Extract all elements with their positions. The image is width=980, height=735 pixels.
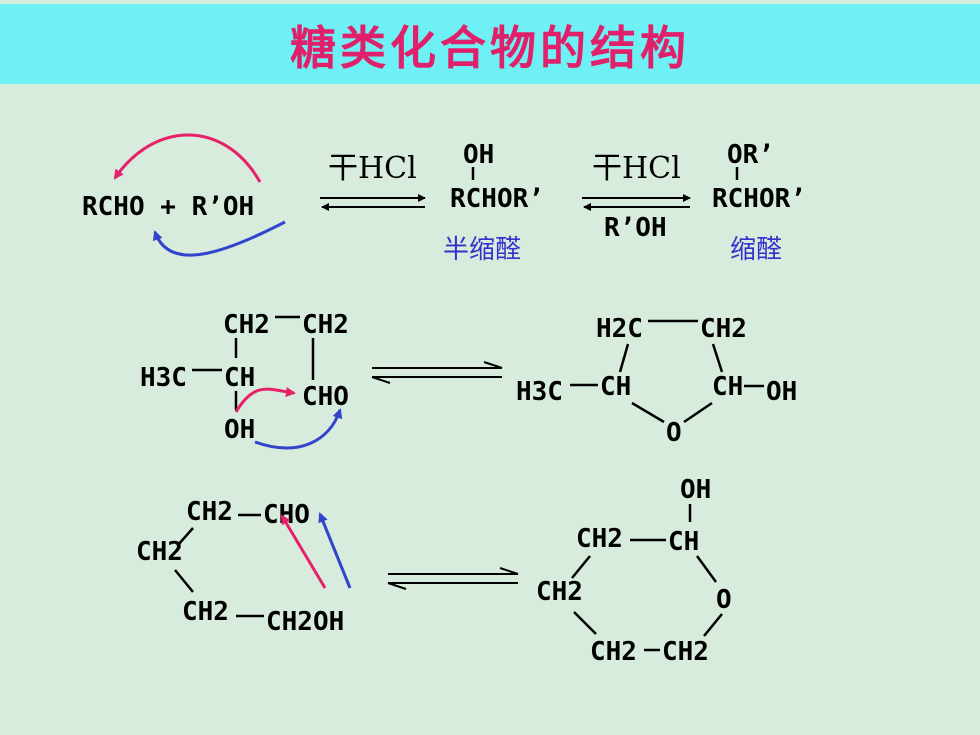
ring-ch2-left: CH2 — [536, 577, 583, 607]
ring-h3c: H3C — [516, 377, 563, 407]
curved-arrow-blue — [152, 220, 286, 257]
ch2-b: CH2 — [302, 310, 349, 340]
bond — [703, 613, 723, 637]
reaction-3: CH2 CHO CH2 CH2 CH2OH OH CH2 CH CH2 O — [136, 475, 732, 667]
ring-oh: OH — [766, 377, 797, 407]
title-bar — [0, 4, 980, 84]
bond — [174, 569, 194, 593]
bond — [177, 527, 194, 546]
ring-ch2: CH2 — [700, 314, 747, 344]
ring-ch2-top: CH2 — [576, 524, 623, 554]
ring-o: O — [716, 585, 732, 615]
ring-ch2-b1: CH2 — [590, 637, 637, 667]
acetal-or: OR’ — [727, 140, 774, 170]
arrow-half-head — [387, 582, 407, 590]
ring-h2c: H2C — [596, 314, 643, 344]
arrow-blue — [318, 512, 352, 589]
curved-arrow-red — [113, 133, 262, 183]
reactants: RCHO + R’OH — [82, 192, 254, 222]
bond — [695, 555, 718, 583]
condition-2: 干HCl — [592, 151, 681, 186]
reaction-2: CH2 CH2 H3C CH CHO OH H2C CH2 H3C CH — [140, 310, 797, 450]
hemiacetal-formula: RCHOR’ — [450, 184, 544, 214]
arrow-half-head — [499, 567, 519, 575]
ch: CH — [224, 363, 255, 393]
ch2-top: CH2 — [186, 497, 233, 527]
ch2oh: CH2OH — [266, 607, 344, 637]
hemiacetal-oh: OH — [463, 140, 494, 170]
acetal-formula: RCHOR’ — [712, 184, 806, 214]
ring-ch: CH — [668, 527, 699, 557]
bond — [711, 343, 724, 373]
arrow-half-head — [483, 361, 503, 369]
bond — [573, 611, 597, 635]
h3c: H3C — [140, 363, 187, 393]
bond — [618, 343, 630, 373]
bond — [571, 555, 591, 579]
bond — [683, 401, 713, 424]
ring-ch-right: CH — [712, 372, 743, 402]
condition-1: 干HCl — [328, 151, 417, 186]
ring-ch-left: CH — [600, 372, 631, 402]
bond — [631, 401, 665, 424]
reaction-1: RCHO + R’OH 干HCl OH RCHOR’ 半缩醛 干HCl R’OH… — [82, 133, 806, 265]
curved-arrow-blue — [254, 408, 343, 450]
hemiacetal-name: 半缩醛 — [443, 235, 521, 265]
arrow-red — [280, 514, 327, 589]
curved-arrow-red — [234, 387, 296, 413]
cho: CHO — [302, 382, 349, 412]
arrow-half-head — [371, 376, 391, 384]
ring-oh: OH — [680, 475, 711, 505]
ch2-left: CH2 — [136, 537, 183, 567]
oh: OH — [224, 415, 255, 445]
ch2-a: CH2 — [223, 310, 270, 340]
byproduct: R’OH — [604, 213, 667, 243]
ring-o: O — [666, 418, 682, 448]
page-title: 糖类化合物的结构 — [290, 21, 690, 75]
ring-ch2-b2: CH2 — [662, 637, 709, 667]
ch2-bottom: CH2 — [182, 597, 229, 627]
acetal-name: 缩醛 — [730, 235, 782, 265]
